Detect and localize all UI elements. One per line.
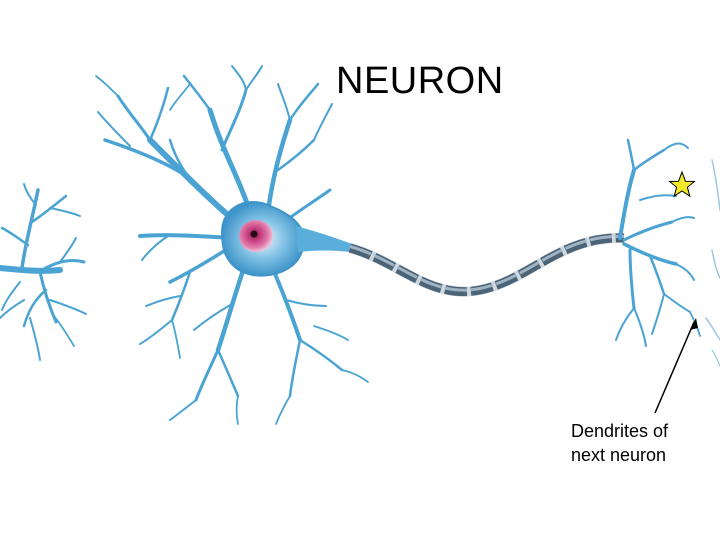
slide-title: NEURON xyxy=(336,60,504,102)
axon-terminal-branches xyxy=(615,138,701,347)
callout-line-2: next neuron xyxy=(571,445,667,465)
star-icon xyxy=(668,170,696,198)
cell-body xyxy=(220,201,352,277)
callout-label: Dendrites of next neuron xyxy=(571,419,668,467)
callout-pointer-line xyxy=(654,321,695,414)
callout-line-1: Dendrites of xyxy=(571,421,669,441)
left-neuron-dendrites xyxy=(0,183,87,361)
axon xyxy=(348,232,625,297)
nucleolus xyxy=(250,230,258,238)
callout-arrowhead xyxy=(690,318,698,330)
next-neuron-dendrites xyxy=(705,159,720,367)
